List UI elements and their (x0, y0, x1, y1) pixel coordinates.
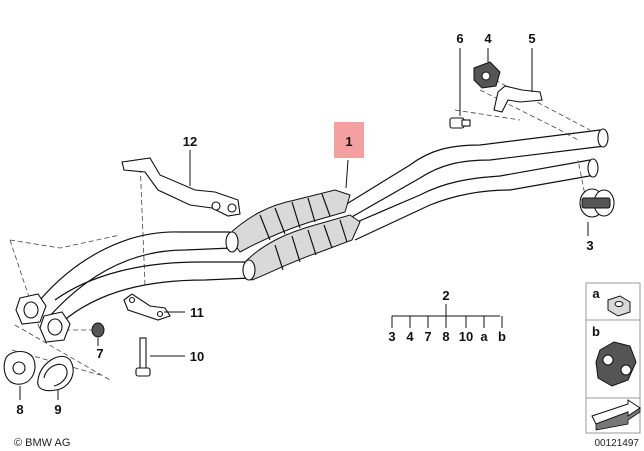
kit-item[interactable]: 8 (442, 329, 449, 344)
bracket-11[interactable] (123, 293, 171, 321)
rubber-mount-4[interactable] (473, 61, 501, 89)
diagram-number: 00121497 (595, 438, 640, 449)
kit-item[interactable]: 7 (424, 329, 431, 344)
callout-10[interactable]: 10 (190, 349, 204, 364)
callout-8[interactable]: 8 (16, 402, 23, 417)
kit-item[interactable]: a (480, 329, 488, 344)
arrow-icon (591, 399, 641, 431)
callout-leaders (19, 48, 589, 400)
brand-copyright: © BMW AG (14, 437, 70, 449)
callout-9[interactable]: 9 (54, 402, 61, 417)
kit-group-items: 3 4 7 8 10 a b (388, 329, 506, 344)
callout-3[interactable]: 3 (586, 238, 593, 253)
callout-12[interactable]: 12 (183, 134, 197, 149)
legend-label-a: a (592, 286, 600, 301)
callout-5[interactable]: 5 (528, 31, 535, 46)
kit-item[interactable]: 4 (406, 329, 414, 344)
clamp-3[interactable] (579, 188, 615, 218)
legend-panel: a b (585, 282, 641, 434)
legend-label-b: b (592, 324, 600, 339)
bracket-12[interactable] (121, 157, 241, 217)
catalytic-converter-lower[interactable] (242, 214, 361, 281)
bolt-6[interactable] (449, 117, 471, 129)
callout-4[interactable]: 4 (484, 31, 492, 46)
callout-1-highlight (334, 122, 364, 158)
nut-7[interactable] (91, 322, 105, 338)
callout-11[interactable]: 11 (190, 305, 204, 320)
front-exhaust-pipe[interactable] (15, 128, 609, 343)
kit-item[interactable]: 3 (388, 329, 395, 344)
callout-1[interactable]: 1 (345, 134, 352, 149)
gasket-8[interactable] (3, 350, 36, 385)
nut-a-icon (607, 295, 631, 317)
callout-7[interactable]: 7 (96, 346, 103, 361)
catalytic-converter-upper[interactable] (225, 189, 351, 253)
bolt-10[interactable] (135, 337, 151, 377)
kit-item[interactable]: 10 (459, 329, 473, 344)
callout-2[interactable]: 2 (442, 288, 449, 303)
kit-item[interactable]: b (498, 329, 506, 344)
gasket-9[interactable] (37, 355, 74, 392)
rubber-mount-b-icon (595, 341, 637, 387)
callout-6[interactable]: 6 (456, 31, 463, 46)
bracket-5[interactable] (493, 85, 543, 113)
